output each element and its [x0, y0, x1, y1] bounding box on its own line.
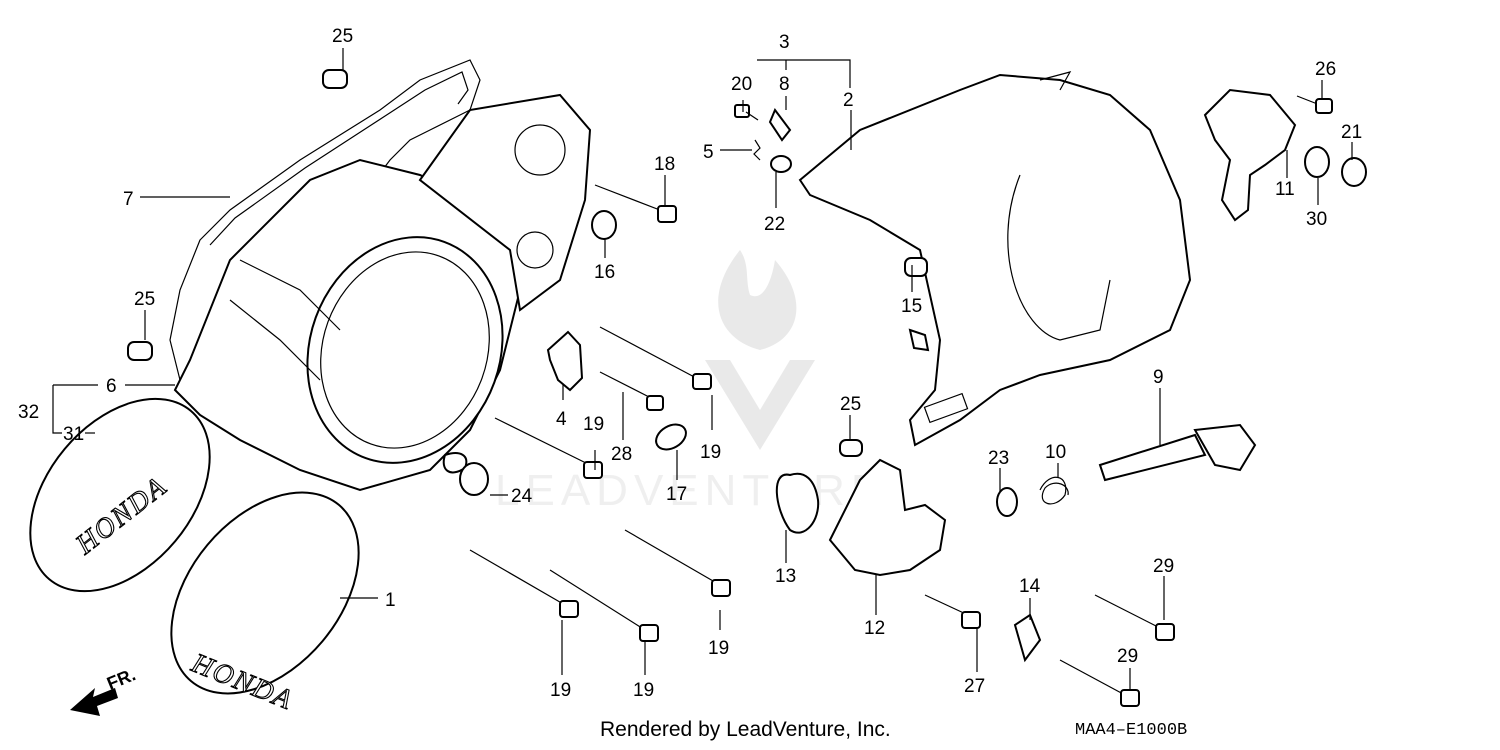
front-direction-indicator: FR.	[70, 664, 138, 716]
callout-10: 10	[1045, 442, 1066, 463]
callout-19b: 19	[700, 442, 721, 463]
callout-7: 7	[123, 189, 134, 210]
fasteners	[127, 69, 1367, 707]
callout-32: 32	[18, 402, 39, 423]
footer-credit: Rendered by LeadVenture, Inc.	[600, 718, 891, 741]
callout-9: 9	[1153, 367, 1164, 388]
callout-29b: 29	[1117, 646, 1138, 667]
callout-3: 3	[779, 32, 790, 53]
callout-25a: 25	[332, 26, 353, 47]
callout-11: 11	[1275, 179, 1295, 200]
diagram-code: MAA4–E1000B	[1075, 721, 1188, 740]
leader-lines	[52, 48, 1353, 690]
callout-27: 27	[964, 676, 985, 697]
callout-13: 13	[775, 566, 796, 587]
callout-16: 16	[594, 262, 615, 283]
outer-cover	[798, 71, 1192, 447]
callout-8: 8	[779, 74, 790, 95]
callout-31: 31	[63, 424, 84, 445]
callout-12: 12	[864, 618, 885, 639]
left-crankcase-cover	[173, 93, 592, 492]
callout-25b: 25	[134, 289, 155, 310]
callout-14: 14	[1019, 576, 1041, 597]
callout-20: 20	[731, 74, 752, 95]
callout-18: 18	[654, 154, 675, 175]
callout-4: 4	[556, 409, 567, 430]
callout-30: 30	[1306, 209, 1327, 230]
callout-1: 1	[385, 590, 396, 611]
callout-15: 15	[901, 296, 922, 317]
watermark: LEADVENTURE	[495, 250, 886, 515]
callout-6: 6	[106, 376, 117, 397]
front-label: FR.	[104, 664, 138, 693]
callout-21: 21	[1341, 122, 1362, 143]
callout-28: 28	[611, 444, 632, 465]
callout-19d: 19	[633, 680, 654, 701]
watermark-text: LEADVENTURE	[495, 466, 886, 515]
callout-25c: 25	[840, 394, 861, 415]
callout-29a: 29	[1153, 556, 1174, 577]
callouts: 1 2 3 4 5 6 7 8 9 10 11 12 13 14 15 16 1…	[18, 26, 1362, 701]
cover-31: HONDA	[29, 397, 211, 593]
callout-23: 23	[988, 448, 1009, 469]
callout-19c: 19	[708, 638, 729, 659]
callout-22: 22	[764, 214, 785, 235]
callout-17: 17	[666, 484, 687, 505]
callout-19e: 19	[550, 680, 571, 701]
callout-24: 24	[511, 486, 533, 507]
callout-5: 5	[703, 142, 714, 163]
callout-26: 26	[1315, 59, 1336, 80]
callout-19a: 19	[583, 414, 604, 435]
callout-2: 2	[843, 90, 854, 111]
